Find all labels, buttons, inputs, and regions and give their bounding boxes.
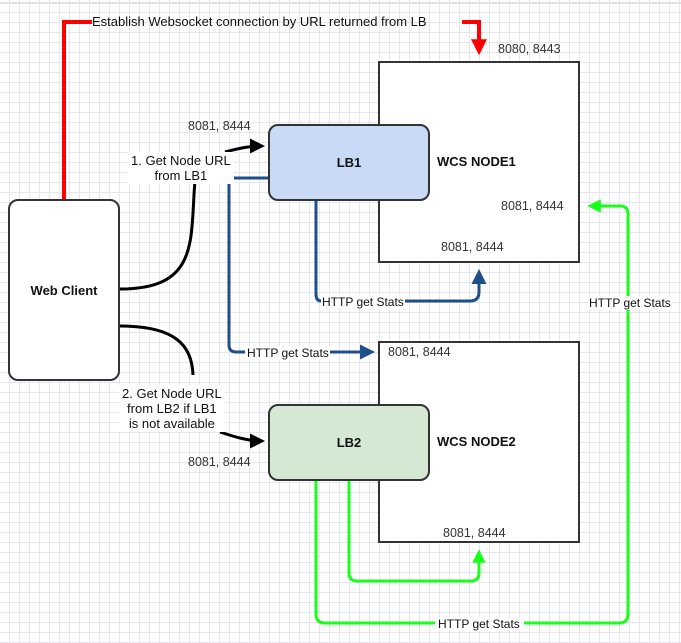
- get-url-lb1-label: 1. Get Node URL from LB1: [128, 152, 234, 184]
- web-client-label: Web Client: [30, 282, 98, 298]
- lb2-to-node2-stats-edge: [347, 481, 486, 583]
- lb2-to-node1-stats-edge: [314, 481, 435, 625]
- lb1-to-node1-stats-edge: [314, 201, 322, 303]
- client-to-lb1-edge-arrow: [224, 138, 265, 154]
- lb2-to-node1-stats-edge-arrow: [524, 199, 630, 625]
- lb1-to-node2-stats-label: HTTP get Stats: [246, 346, 330, 360]
- lb2-box[interactable]: LB2: [268, 404, 430, 481]
- get-url-lb2-label: 2. Get Node URL from LB2 if LB1 is not a…: [119, 385, 225, 432]
- lb2-label: LB2: [336, 435, 362, 450]
- lb1-to-node1-stats-edge-arrow: [405, 269, 487, 303]
- lb2-left-port-label: 8081, 8444: [188, 455, 251, 469]
- wcs-node2-title: WCS NODE2: [437, 434, 516, 449]
- node1-top-port-label: 8080, 8443: [498, 42, 561, 56]
- lb2-to-node1-stats-right-label: HTTP get Stats: [588, 296, 672, 310]
- node2-bottom-port-label: 8081, 8444: [443, 526, 506, 540]
- node1-right-port-label: 8081, 8444: [501, 199, 564, 213]
- client-to-lb2-edge-arrow: [219, 430, 265, 449]
- lb1-box[interactable]: LB1: [268, 124, 430, 201]
- client-to-lb2-edge: [119, 324, 195, 376]
- node2-top-port-label: 8081, 8444: [388, 345, 451, 359]
- lb1-left-port-label: 8081, 8444: [188, 119, 251, 133]
- canvas-top-border: [0, 2, 681, 4]
- lb1-to-node1-stats-label: HTTP get Stats: [321, 295, 405, 309]
- node1-bottom-port-label: 8081, 8444: [441, 240, 504, 254]
- websocket-edge-label: Establish Websocket connection by URL re…: [92, 14, 427, 29]
- lb1-to-node2-stats-edge: [227, 176, 268, 354]
- client-to-lb1-edge: [119, 179, 197, 291]
- wcs-node1-title: WCS NODE1: [437, 154, 516, 169]
- lb2-to-node1-stats-bottom-label: HTTP get Stats: [437, 617, 521, 631]
- web-client-box[interactable]: Web Client: [8, 199, 120, 381]
- lb1-label: LB1: [336, 155, 362, 170]
- websocket-edge: [62, 20, 92, 199]
- websocket-edge-arrow: [462, 20, 487, 56]
